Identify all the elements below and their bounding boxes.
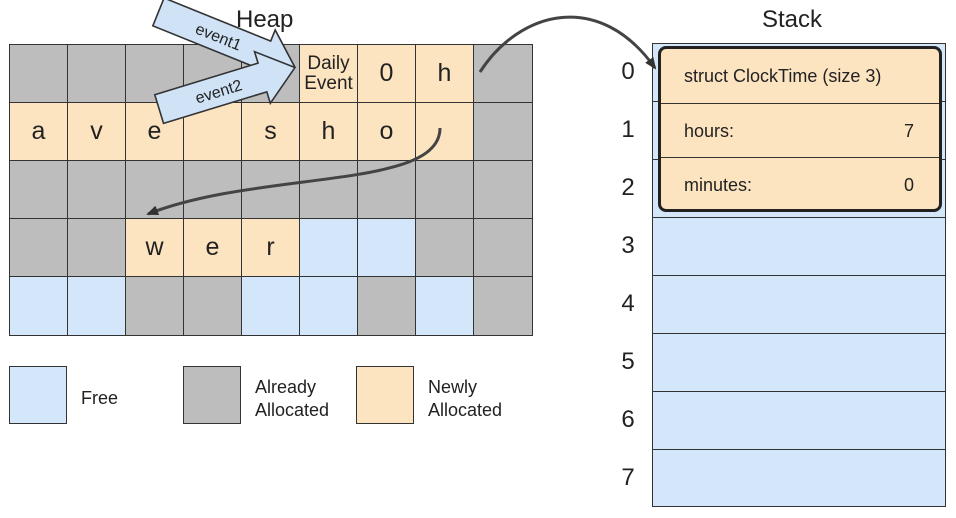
heap-cell — [474, 277, 532, 335]
struct-minutes-row: minutes: 0 — [661, 157, 939, 211]
heap-cell — [474, 45, 532, 103]
stack-title: Stack — [762, 6, 823, 33]
heap-cell — [126, 277, 184, 335]
heap-cell — [68, 45, 126, 103]
legend-newly-allocated-label: Newly Allocated — [428, 377, 503, 420]
legend-newly-allocated-swatch — [356, 366, 414, 424]
string-continuation-arrow — [146, 127, 442, 216]
stack-to-heap-arrow — [478, 15, 657, 73]
stack-index: 2 — [621, 174, 635, 201]
heap-title: Heap — [236, 6, 294, 33]
heap-cell: v — [68, 103, 126, 161]
heap-cell — [358, 161, 416, 219]
heap-cell — [242, 277, 300, 335]
heap-cell — [474, 103, 532, 161]
stack-slot — [653, 218, 945, 276]
heap-cell: Daily Event — [300, 45, 358, 103]
heap-cell — [300, 277, 358, 335]
heap-cell: o — [358, 103, 416, 161]
legend-already-allocated-label: Already Allocated — [255, 377, 330, 420]
heap-cell — [10, 45, 68, 103]
heap-cell — [68, 277, 126, 335]
legend-free-label: Free — [81, 388, 119, 408]
stack-slot — [653, 392, 945, 450]
heap-cell — [416, 277, 474, 335]
heap-cell: e — [184, 219, 242, 277]
stack-index: 5 — [621, 348, 635, 375]
heap-cell — [358, 219, 416, 277]
heap-cell — [10, 161, 68, 219]
hours-value: 7 — [903, 121, 914, 141]
heap-cell — [416, 219, 474, 277]
heap-cell — [300, 161, 358, 219]
struct-header-row: struct ClockTime (size 3) — [661, 49, 939, 103]
heap-cell — [300, 219, 358, 277]
heap-cell — [474, 161, 532, 219]
heap-cell — [358, 277, 416, 335]
heap-cell: w — [126, 219, 184, 277]
heap-cell — [68, 161, 126, 219]
stack-index: 4 — [621, 290, 635, 317]
minutes-label: minutes: — [684, 175, 753, 195]
stack-index: 3 — [621, 232, 635, 259]
heap-cell: h — [416, 45, 474, 103]
heap-cell — [68, 219, 126, 277]
heap-cell — [10, 277, 68, 335]
stack-slot — [653, 276, 945, 334]
heap-cell: s — [242, 103, 300, 161]
minutes-value: 0 — [903, 175, 914, 195]
stack-slot — [653, 334, 945, 392]
hours-label: hours: — [684, 121, 735, 141]
struct-hours-row: hours: 7 — [661, 103, 939, 157]
clocktime-struct: struct ClockTime (size 3) hours: 7 minut… — [658, 46, 942, 212]
legend-free-swatch — [9, 366, 67, 424]
legend-already-allocated-swatch — [183, 366, 241, 424]
stack-index: 0 — [621, 58, 635, 85]
heap-cell: a — [10, 103, 68, 161]
heap-cell — [10, 219, 68, 277]
heap-cell: r — [242, 219, 300, 277]
heap-cell — [184, 277, 242, 335]
heap-cell: h — [300, 103, 358, 161]
stack-slot — [653, 160, 945, 218]
heap-cell — [416, 161, 474, 219]
struct-header: struct ClockTime (size 3) — [684, 66, 882, 86]
stack-index: 1 — [621, 116, 635, 143]
stack-index: 6 — [621, 406, 635, 433]
heap-cell: 0 — [358, 45, 416, 103]
heap-cell — [474, 219, 532, 277]
stack-index: 7 — [621, 464, 635, 491]
